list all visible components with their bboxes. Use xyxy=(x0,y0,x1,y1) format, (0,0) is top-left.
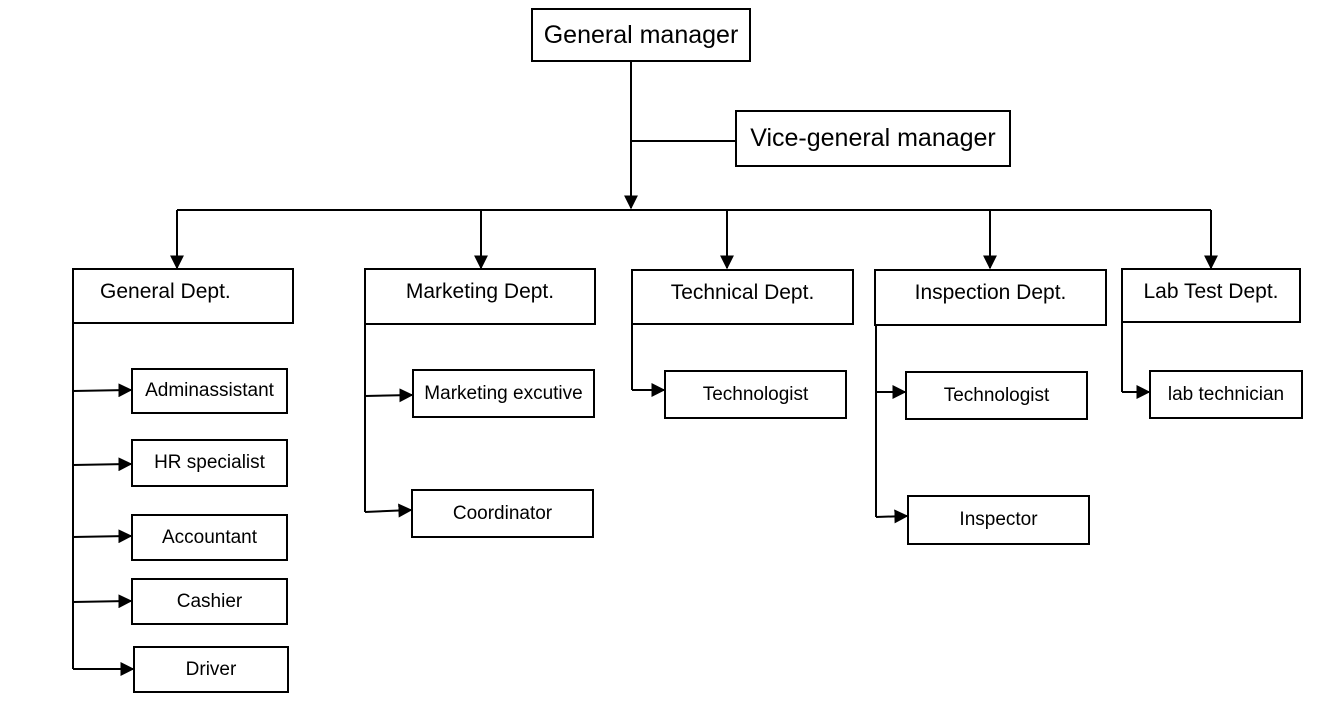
general-manager-box: General manager xyxy=(531,8,751,62)
role-box: Coordinator xyxy=(411,489,594,538)
role-label: Technologist xyxy=(702,383,809,405)
role-box: Driver xyxy=(133,646,289,693)
role-box: Accountant xyxy=(131,514,288,561)
role-box: Technologist xyxy=(905,371,1088,420)
role-label: Marketing excutive xyxy=(424,382,583,404)
dept-labtest-label: Lab Test Dept. xyxy=(1143,280,1279,303)
role-label: HR specialist xyxy=(154,452,265,473)
vice-general-manager-box: Vice-general manager xyxy=(735,110,1011,167)
vice-general-manager-label: Vice-general manager xyxy=(750,124,996,152)
role-box: Adminassistant xyxy=(131,368,288,414)
dept-technical-label: Technical Dept. xyxy=(670,281,815,304)
role-label: Coordinator xyxy=(452,502,553,524)
role-label: Technologist xyxy=(943,384,1050,406)
dept-labtest: Lab Test Dept. xyxy=(1121,268,1301,323)
role-label: Accountant xyxy=(161,526,258,548)
role-box: Marketing excutive xyxy=(412,369,595,418)
dept-general: General Dept. xyxy=(72,268,294,324)
dept-inspection: Inspection Dept. xyxy=(874,269,1107,326)
role-box: Cashier xyxy=(131,578,288,625)
role-label: Inspector xyxy=(959,509,1038,530)
dept-technical: Technical Dept. xyxy=(631,269,854,325)
role-box: lab technician xyxy=(1149,370,1303,419)
dept-inspection-label: Inspection Dept. xyxy=(914,281,1067,304)
role-label: Driver xyxy=(185,658,237,680)
role-box: Inspector xyxy=(907,495,1090,545)
role-box: Technologist xyxy=(664,370,847,419)
dept-marketing: Marketing Dept. xyxy=(364,268,596,325)
dept-marketing-label: Marketing Dept. xyxy=(405,280,555,303)
role-label: Cashier xyxy=(176,590,243,612)
role-label: lab technician xyxy=(1167,383,1285,405)
dept-general-label: General Dept. xyxy=(100,280,231,303)
general-manager-label: General manager xyxy=(543,20,739,49)
role-box: HR specialist xyxy=(131,439,288,487)
role-label: Adminassistant xyxy=(145,380,274,401)
